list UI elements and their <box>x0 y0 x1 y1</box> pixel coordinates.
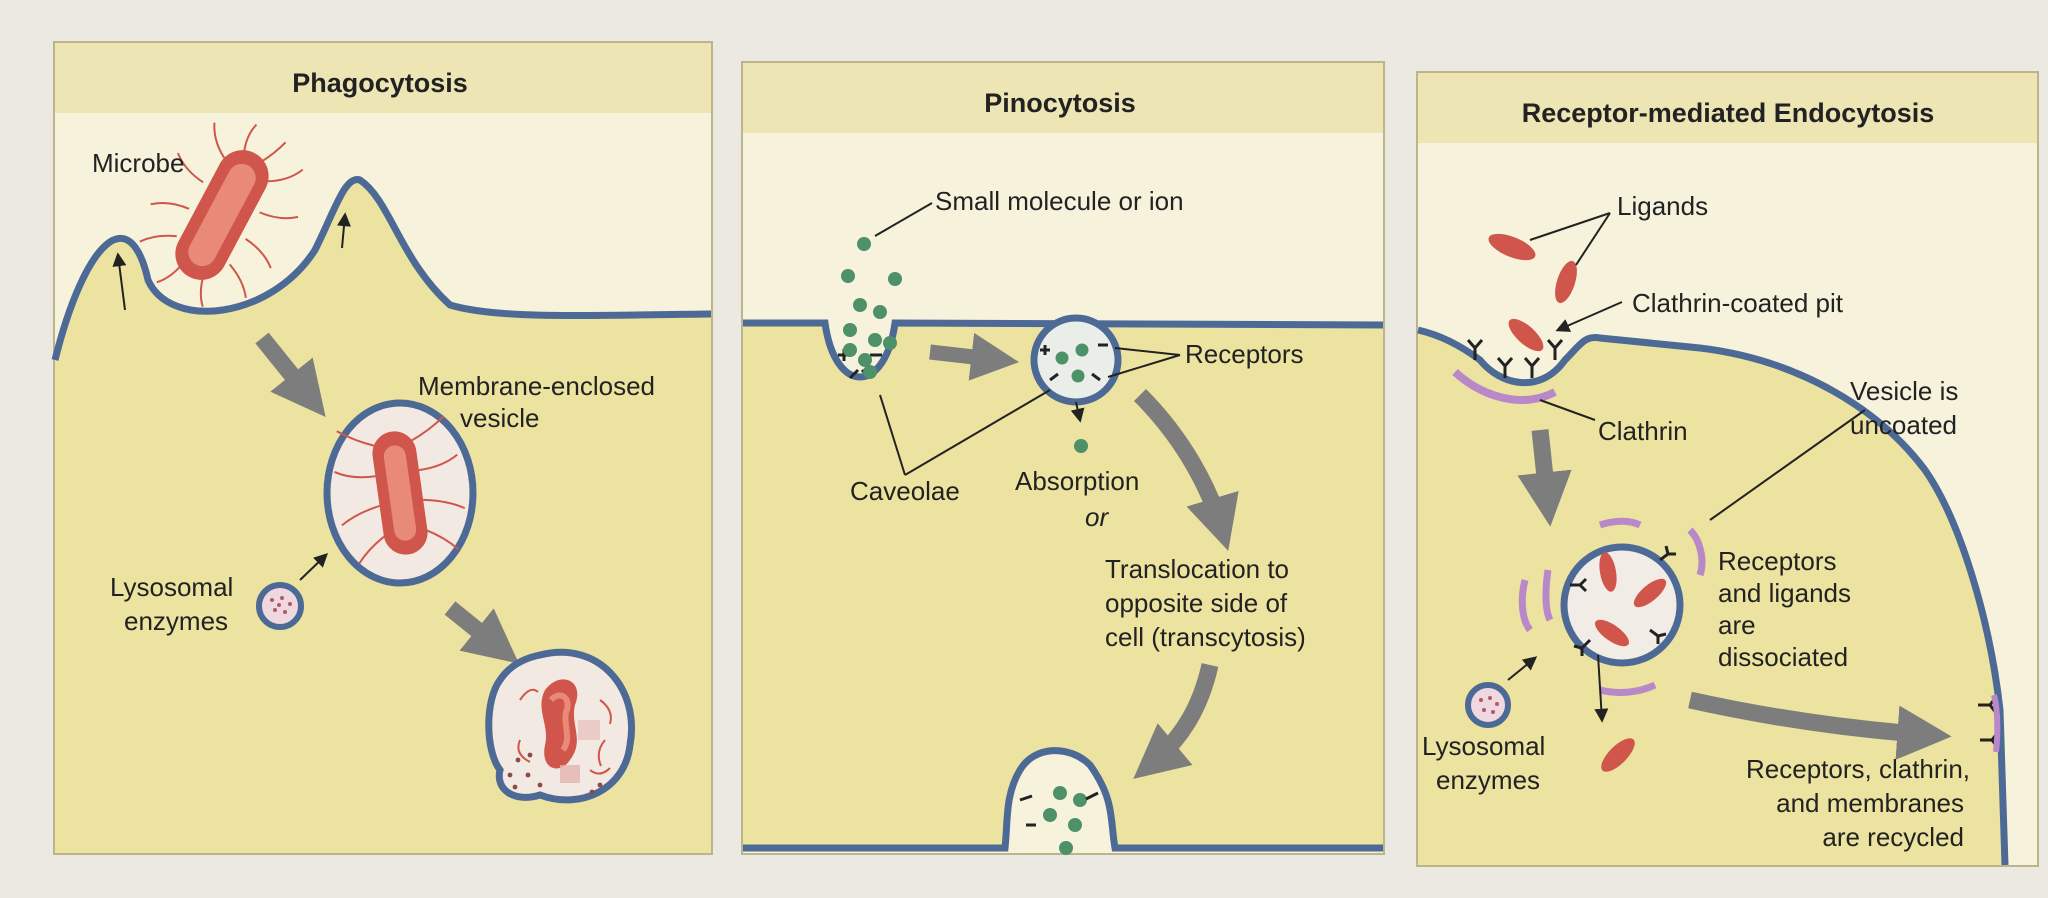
panel-title: Pinocytosis <box>984 88 1136 118</box>
cell-body <box>743 323 1383 848</box>
receptors-pointer <box>1107 347 1181 378</box>
digestion-vesicle <box>485 648 635 804</box>
translocation-label-1: Translocation to <box>1105 554 1289 584</box>
dissociated-label-4: dissociated <box>1718 642 1848 672</box>
clathrin-coat <box>1991 694 2001 753</box>
vesicle-uncoated-label-2: uncoated <box>1850 410 1957 440</box>
pseudopod-arrow-right <box>337 212 351 249</box>
microbe-icon <box>139 122 304 307</box>
microbe-label: Microbe <box>92 148 184 178</box>
process-arrow <box>1133 388 1239 551</box>
lysosome-arrow <box>1507 656 1538 681</box>
process-arrow <box>1133 663 1219 779</box>
panel-title: Phagocytosis <box>292 68 468 98</box>
process-arrow <box>444 601 519 664</box>
small-molecule-pointer <box>874 202 933 237</box>
absorbed-particle <box>1074 439 1088 453</box>
panel-pinocytosis: Pinocytosis Small molecule or ion <box>741 61 1385 855</box>
cell-membrane <box>51 176 712 361</box>
cell-membrane <box>1417 326 2009 866</box>
panel-receptor-mediated: Receptor-mediated Endocytosis Ligands Cl… <box>1416 71 2039 867</box>
receptor-icon <box>1466 339 1564 378</box>
small-molecule-particles <box>841 237 902 379</box>
exocytosed-particles <box>1043 786 1087 855</box>
panel-title: Receptor-mediated Endocytosis <box>1522 98 1935 128</box>
membrane-enclosed-vesicle <box>323 399 477 587</box>
dissociated-label-1: Receptors <box>1718 546 1837 576</box>
dissociated-label-2: and ligands <box>1718 578 1851 608</box>
translocation-label-2: opposite side of <box>1105 588 1288 618</box>
recycled-label-3: are recycled <box>1822 822 1964 852</box>
clathrin-pit-label: Clathrin-coated pit <box>1632 288 1844 318</box>
pseudopod-arrow-left <box>112 252 127 311</box>
dissociated-label-3: are <box>1718 610 1756 640</box>
panel-header <box>1418 73 2037 143</box>
translocation-label-3: cell (transcytosis) <box>1105 622 1306 652</box>
recycled-label-2: and membranes <box>1776 788 1964 818</box>
or-label: or <box>1085 502 1109 532</box>
ligand-release-arrow <box>1594 654 1609 723</box>
clathrin-coat <box>1452 369 1557 404</box>
clathrin-pit-pointer <box>1555 301 1623 332</box>
vesicle-uncoated-pointer <box>1709 409 1866 521</box>
small-molecule-label: Small molecule or ion <box>935 186 1184 216</box>
lysosomal-label-2: enzymes <box>1436 765 1540 795</box>
ligand-icon <box>1488 233 1577 352</box>
panel-phagocytosis: Phagocytosis Microbe <box>51 41 713 855</box>
caveolae-pointer <box>879 389 1051 476</box>
receptors-label: Receptors <box>1185 339 1304 369</box>
process-arrow <box>255 332 326 417</box>
process-arrow <box>1688 691 1952 760</box>
caveolae-label: Caveolae <box>850 476 960 506</box>
panel-header <box>55 43 711 113</box>
ligand-icon <box>1601 738 1635 772</box>
ligands-pointer <box>1529 212 1611 266</box>
clathrin-label: Clathrin <box>1598 416 1688 446</box>
vesicle-uncoated-label-1: Vesicle is <box>1850 376 1958 406</box>
pinocytic-vesicle <box>1030 314 1122 406</box>
lysosome-arrow <box>299 553 329 581</box>
absorption-arrow <box>1070 401 1085 423</box>
process-arrow <box>929 332 1020 381</box>
process-arrow <box>1517 429 1572 527</box>
lysosomal-label-1: Lysosomal <box>1422 731 1545 761</box>
lysosome-icon <box>1465 682 1511 728</box>
clathrin-pointer <box>1539 399 1596 421</box>
ligands-label: Ligands <box>1617 191 1708 221</box>
lysosome-icon <box>256 582 304 630</box>
receptor-icon <box>1019 791 1099 827</box>
panel-header <box>743 63 1383 133</box>
lysosomal-label-2: enzymes <box>124 606 228 636</box>
membrane-enclosed-label-1: Membrane-enclosed <box>418 371 655 401</box>
lysosomal-label-1: Lysosomal <box>110 572 233 602</box>
absorption-label: Absorption <box>1015 466 1139 496</box>
recycled-label-1: Receptors, clathrin, <box>1746 754 1970 784</box>
coated-vesicle <box>1518 517 1706 696</box>
membrane-enclosed-label-2: vesicle <box>460 403 539 433</box>
plasma-membrane-bottom <box>743 747 1383 852</box>
